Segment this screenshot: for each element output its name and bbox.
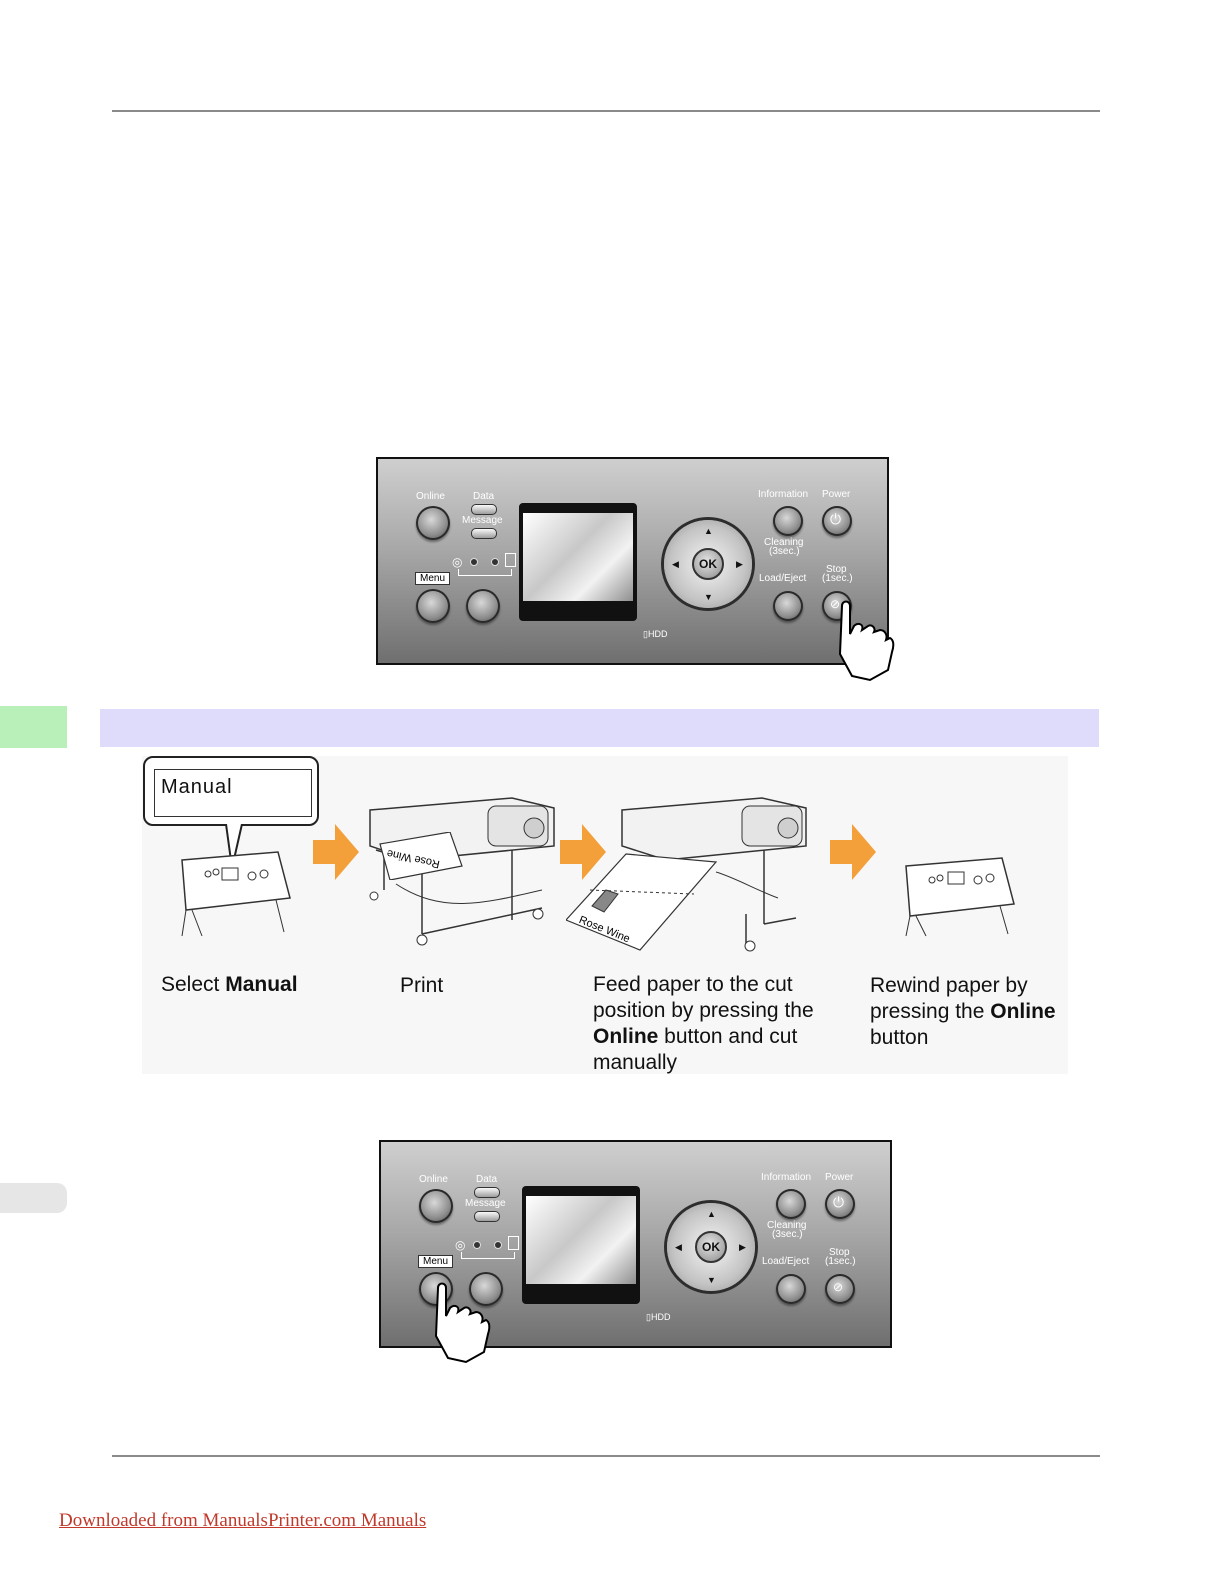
- menu-button[interactable]: [416, 589, 450, 623]
- left-arrow-icon-2[interactable]: ◀: [675, 1242, 682, 1252]
- manual-callout: Manual: [143, 756, 319, 826]
- menu-button-2[interactable]: [419, 1272, 453, 1306]
- power-icon-2: ⏻: [833, 1194, 845, 1210]
- cleaning-sub-label-2: (3sec.): [772, 1229, 803, 1240]
- power-button-2[interactable]: ⏻: [825, 1189, 855, 1219]
- rose-wine-label-2: Rose Wine: [577, 914, 631, 945]
- control-panel-stop: Online Data Message ◎ Menu ▯HDD ▲ ▼ ◀ ▶ …: [376, 457, 889, 665]
- control-panel-menu: Online Data Message ◎ Menu ▯HDD ▲ ▼ ◀ ▶ …: [379, 1140, 892, 1348]
- load-eject-button[interactable]: [773, 591, 803, 621]
- bracket-line-2: [461, 1252, 515, 1259]
- power-label: Power: [822, 489, 851, 500]
- message-label: Message: [462, 515, 503, 526]
- rose-wine-sheet: Rose Wine: [379, 832, 463, 880]
- information-label: Information: [758, 489, 809, 500]
- data-label-2: Data: [476, 1174, 498, 1185]
- cleaning-label: Cleaning: [764, 537, 804, 548]
- menu-label: Menu: [415, 572, 451, 585]
- load-eject-label: Load/Eject: [759, 573, 807, 584]
- sheet-led: [491, 558, 499, 566]
- right-arrow-icon-2[interactable]: ▶: [739, 1242, 746, 1252]
- header-rule: [112, 110, 1100, 112]
- printer-cutting-icon: [566, 797, 807, 952]
- step-3-caption: Feed paper to the cut position by pressi…: [593, 973, 814, 1074]
- online-button-2[interactable]: [419, 1189, 453, 1223]
- menu-label-2: Menu: [418, 1255, 454, 1268]
- stop-label: Stop: [826, 564, 847, 575]
- power-label-2: Power: [825, 1172, 854, 1183]
- power-button[interactable]: ⏻: [822, 506, 852, 536]
- ok-button-2[interactable]: OK: [695, 1231, 727, 1263]
- cleaning-sub-label: (3sec.): [769, 546, 800, 557]
- arrow-pad[interactable]: ▲ ▼ ◀ ▶ OK: [664, 520, 752, 608]
- sheet-icon: [505, 553, 516, 567]
- source-link[interactable]: Downloaded from ManualsPrinter.com Manua…: [59, 1510, 427, 1531]
- feed-button[interactable]: [466, 589, 500, 623]
- feed-button-2[interactable]: [469, 1272, 503, 1306]
- information-label-2: Information: [761, 1172, 812, 1183]
- up-arrow-icon-2[interactable]: ▲: [707, 1209, 716, 1219]
- section-banner: [100, 709, 1099, 747]
- display-screen: [519, 503, 637, 621]
- power-icon: ⏻: [830, 511, 842, 527]
- right-arrow-icon[interactable]: ▶: [736, 559, 743, 569]
- step-4-caption: Rewind paper by pressing the Online butt…: [870, 974, 1056, 1049]
- message-label-2: Message: [465, 1198, 506, 1209]
- online-label: Online: [416, 491, 445, 502]
- load-eject-label-2: Load/Eject: [762, 1256, 810, 1267]
- down-arrow-icon-2[interactable]: ▼: [707, 1275, 716, 1285]
- step-arrow-1-icon: [313, 824, 359, 880]
- data-label: Data: [473, 491, 495, 502]
- stop-button-2[interactable]: ⊘: [825, 1274, 855, 1304]
- stop-sub-label-2: (1sec.): [825, 1256, 856, 1267]
- cleaning-label-2: Cleaning: [767, 1220, 807, 1231]
- rose-wine-sheet-2: Rose Wine: [577, 914, 631, 945]
- roll-led: [470, 558, 478, 566]
- message-lamp: [471, 528, 497, 539]
- roll-led-2: [473, 1241, 481, 1249]
- sheet-led-2: [494, 1241, 502, 1249]
- bracket-line: [458, 569, 512, 576]
- hdd-text: HDD: [647, 629, 668, 639]
- display-screen-2: [522, 1186, 640, 1304]
- down-arrow-icon[interactable]: ▼: [704, 592, 713, 602]
- up-arrow-icon[interactable]: ▲: [704, 526, 713, 536]
- hdd-label: ▯HDD: [643, 629, 668, 639]
- step-arrow-2-icon: [560, 824, 606, 880]
- roll-icon: ◎: [452, 555, 463, 569]
- pointing-hand-icon: [838, 600, 895, 682]
- chapter-side-tab[interactable]: [0, 706, 67, 748]
- online-label-2: Online: [419, 1174, 448, 1185]
- left-arrow-icon[interactable]: ◀: [672, 559, 679, 569]
- stop-icon: ⊘: [830, 597, 841, 611]
- data-lamp: [471, 504, 497, 515]
- stop-sub-label: (1sec.): [822, 573, 853, 584]
- printer-panel-sketch-icon: [181, 851, 291, 937]
- online-button[interactable]: [416, 506, 450, 540]
- step-arrow-3-icon: [830, 824, 876, 880]
- printer-panel-sketch-2-icon: [905, 857, 1015, 937]
- message-lamp-2: [474, 1211, 500, 1222]
- load-eject-button-2[interactable]: [776, 1274, 806, 1304]
- pointing-hand-menu-icon: [434, 1282, 491, 1364]
- step-2-caption: Print: [400, 974, 444, 997]
- information-button[interactable]: [773, 506, 803, 536]
- callout-text: Manual: [161, 776, 233, 798]
- roll-icon-2: ◎: [455, 1238, 466, 1252]
- stop-label-2: Stop: [829, 1247, 850, 1258]
- hdd-label-2: ▯HDD: [646, 1312, 671, 1322]
- step-1-caption: Select Manual: [161, 973, 298, 996]
- data-lamp-2: [474, 1187, 500, 1198]
- index-side-tab[interactable]: [0, 1183, 67, 1213]
- sheet-icon-2: [508, 1236, 519, 1250]
- information-button-2[interactable]: [776, 1189, 806, 1219]
- hdd-text-2: HDD: [650, 1312, 671, 1322]
- footer-rule: [112, 1455, 1100, 1457]
- stop-icon-2: ⊘: [833, 1280, 844, 1294]
- ok-button[interactable]: OK: [692, 548, 724, 580]
- arrow-pad-2[interactable]: ▲ ▼ ◀ ▶ OK: [667, 1203, 755, 1291]
